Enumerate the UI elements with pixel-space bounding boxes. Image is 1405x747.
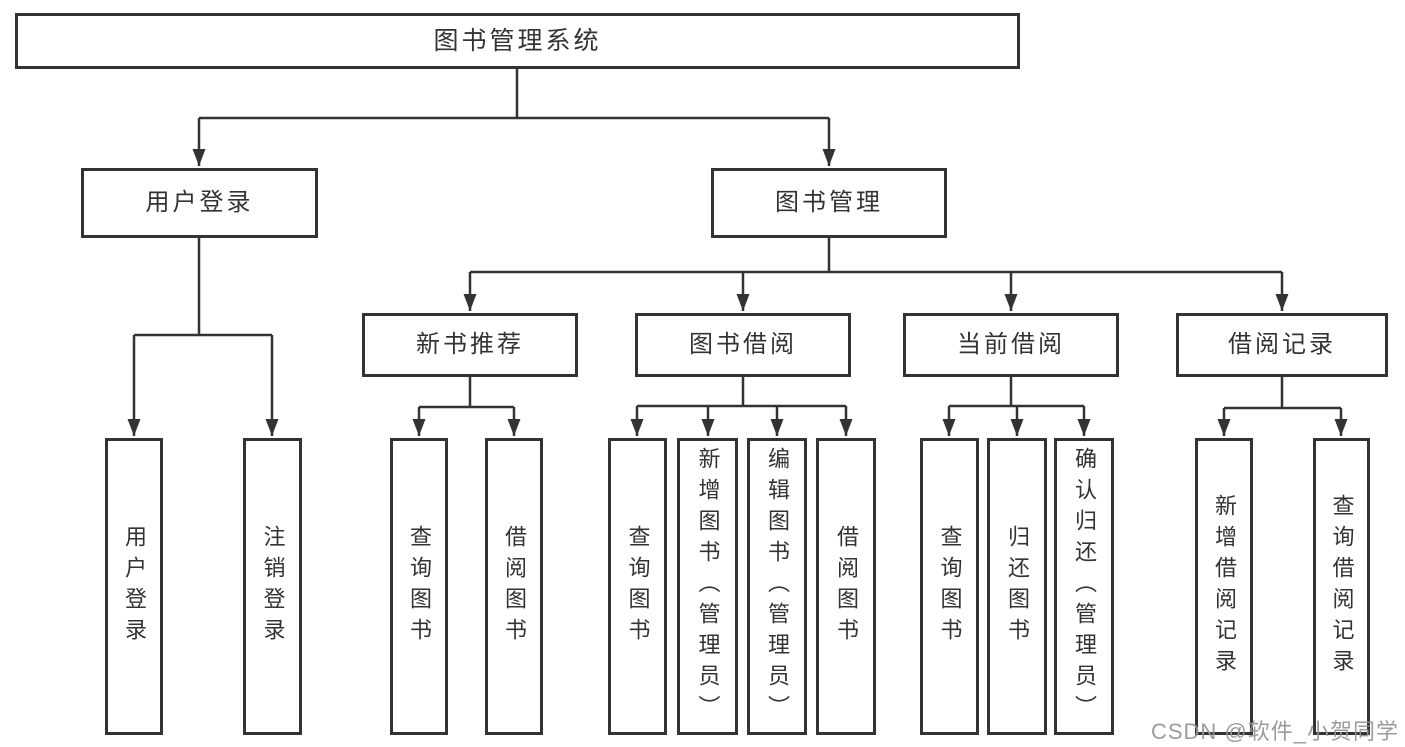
csdn-watermark: CSDN @软件_小贺同学 [1150,719,1399,744]
node-book-borrowing: 图书借阅 [635,313,851,377]
leaf-user-login: 用户登录 [105,438,163,735]
connector-current-borrow-to-leaves [942,377,1091,436]
node-borrowing-records: 借阅记录 [1176,313,1388,377]
node-current-borrowing: 当前借阅 [903,313,1119,377]
connector-borrow-records-to-leaves [1217,377,1348,436]
leaf-query-books-2: 查询图书 [608,438,667,735]
node-new-book-recommendation: 新书推荐 [362,313,578,377]
node-user-login: 用户登录 [81,168,318,238]
leaf-logout: 注销登录 [243,438,302,735]
leaf-add-books-admin: 新增图书（管理员） [677,438,738,735]
leaf-borrow-books-2: 借阅图书 [816,438,876,735]
leaf-add-borrow-record: 新增借阅记录 [1195,438,1253,735]
connector-root-to-level2 [192,69,836,166]
leaf-query-books-1: 查询图书 [390,438,448,735]
connector-user-login-to-leaves [127,238,279,436]
leaf-return-books: 归还图书 [987,438,1047,735]
connector-book-borrow-to-leaves [630,377,853,436]
node-library-management-system: 图书管理系统 [15,13,1020,69]
node-book-management: 图书管理 [711,168,947,238]
leaf-confirm-return-admin: 确认归还（管理员） [1054,438,1114,735]
leaf-edit-books-admin: 编辑图书（管理员） [747,438,807,735]
leaf-query-books-3: 查询图书 [920,438,979,735]
leaf-borrow-books-1: 借阅图书 [485,438,543,735]
leaf-query-borrow-record: 查询借阅记录 [1313,438,1370,735]
connector-new-book-to-leaves [412,377,521,436]
connector-book-mgmt-to-groups [463,238,1289,311]
